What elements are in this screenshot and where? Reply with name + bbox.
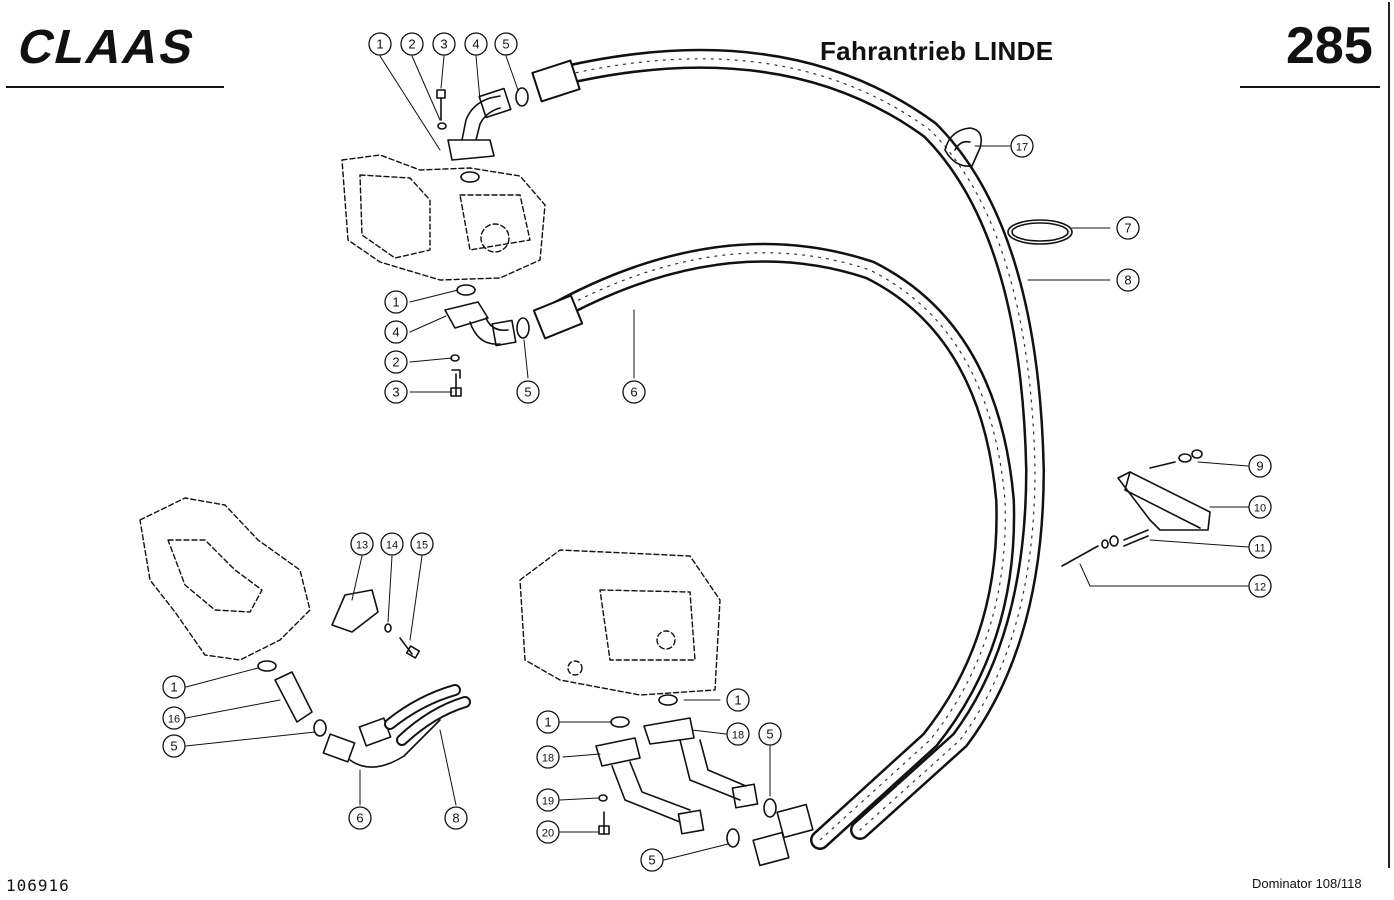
callout-3: 3: [432, 32, 456, 56]
callout-number: 15: [416, 540, 428, 552]
callout-16: 16: [162, 706, 186, 730]
clip-17: [944, 127, 983, 167]
callout-1: 1: [384, 290, 408, 314]
callout-number: 5: [766, 727, 773, 742]
callout-number: 5: [502, 37, 509, 52]
callout-3: 3: [384, 380, 408, 404]
callout-number: 1: [376, 37, 383, 52]
callout-number: 16: [168, 714, 180, 726]
callout-number: 5: [648, 853, 655, 868]
callout-7: 7: [1116, 216, 1140, 240]
callout-18: 18: [726, 722, 750, 746]
callout-1: 1: [162, 675, 186, 699]
callout-5: 5: [640, 848, 664, 872]
callout-number: 18: [732, 730, 744, 742]
callout-number: 4: [392, 325, 399, 340]
callout-number: 19: [542, 796, 554, 808]
callout-1: 1: [536, 710, 560, 734]
callout-number: 10: [1254, 503, 1266, 515]
upper-fittings-group: [436, 87, 529, 183]
callout-number: 8: [452, 811, 459, 826]
leader-lines: [185, 55, 1249, 861]
callout-6: 6: [622, 380, 646, 404]
callout-14: 14: [380, 532, 404, 556]
callout-4: 4: [464, 32, 488, 56]
callout-5: 5: [494, 32, 518, 56]
callout-number: 3: [392, 385, 399, 400]
callout-5: 5: [162, 734, 186, 758]
header-rule-left: [6, 86, 224, 88]
callout-number: 1: [392, 295, 399, 310]
callout-12: 12: [1248, 574, 1272, 598]
model-designation: Dominator 108/118: [1252, 876, 1362, 891]
callout-8: 8: [444, 806, 468, 830]
callout-number: 13: [356, 540, 368, 552]
drawing-id: 106916: [6, 876, 70, 895]
callout-number: 1: [734, 693, 741, 708]
callout-6: 6: [348, 806, 372, 830]
lower-left-fittings: [257, 589, 471, 768]
hose-8: [531, 48, 1045, 840]
band-clamp-7: [1007, 219, 1073, 245]
callout-10: 10: [1248, 495, 1272, 519]
callout-8: 8: [1116, 268, 1140, 292]
callout-number: 14: [386, 540, 398, 552]
callout-number: 3: [440, 37, 447, 52]
callout-number: 1: [170, 680, 177, 695]
callout-1: 1: [368, 32, 392, 56]
callout-number: 9: [1256, 459, 1263, 474]
callout-19: 19: [536, 788, 560, 812]
callout-4: 4: [384, 320, 408, 344]
claas-logo: CLAAS: [13, 21, 202, 70]
callout-number: 20: [542, 828, 554, 840]
callout-number: 6: [630, 385, 637, 400]
frame-right-border: [1388, 2, 1390, 868]
callout-number: 8: [1124, 273, 1131, 288]
callout-11: 11: [1248, 535, 1272, 559]
callout-number: 12: [1254, 582, 1266, 594]
callout-17: 17: [1010, 134, 1034, 158]
callout-number: 11: [1254, 543, 1265, 555]
page-number: 285: [1286, 17, 1373, 75]
hose-6: [532, 242, 1016, 850]
bracket-assembly: [1061, 449, 1211, 567]
callout-number: 1: [544, 715, 551, 730]
middle-fittings-group: [444, 284, 530, 397]
callout-2: 2: [400, 32, 424, 56]
callout-number: 7: [1124, 221, 1131, 236]
callout-15: 15: [410, 532, 434, 556]
callout-18: 18: [536, 745, 560, 769]
callout-9: 9: [1248, 454, 1272, 478]
callout-13: 13: [350, 532, 374, 556]
callout-number: 6: [356, 811, 363, 826]
callout-number: 18: [542, 753, 554, 765]
callout-number: 5: [170, 739, 177, 754]
callout-5: 5: [758, 722, 782, 746]
callout-1: 1: [726, 688, 750, 712]
hydraulic-motor-outline: [139, 497, 311, 661]
callout-number: 4: [472, 37, 479, 52]
control-block-outline: [519, 549, 721, 696]
callout-20: 20: [536, 820, 560, 844]
callout-5: 5: [516, 380, 540, 404]
callout-number: 5: [524, 385, 531, 400]
page-title: Fahrantrieb LINDE: [820, 36, 1054, 66]
hydraulic-pump-outline: [341, 154, 546, 281]
header-rule-right: [1240, 86, 1380, 88]
callout-number: 2: [408, 37, 415, 52]
callout-number: 17: [1016, 142, 1028, 154]
svg-text:CLAAS: CLAAS: [13, 21, 202, 70]
lower-centre-fittings: [595, 694, 814, 867]
callout-2: 2: [384, 350, 408, 374]
callout-number: 2: [392, 355, 399, 370]
